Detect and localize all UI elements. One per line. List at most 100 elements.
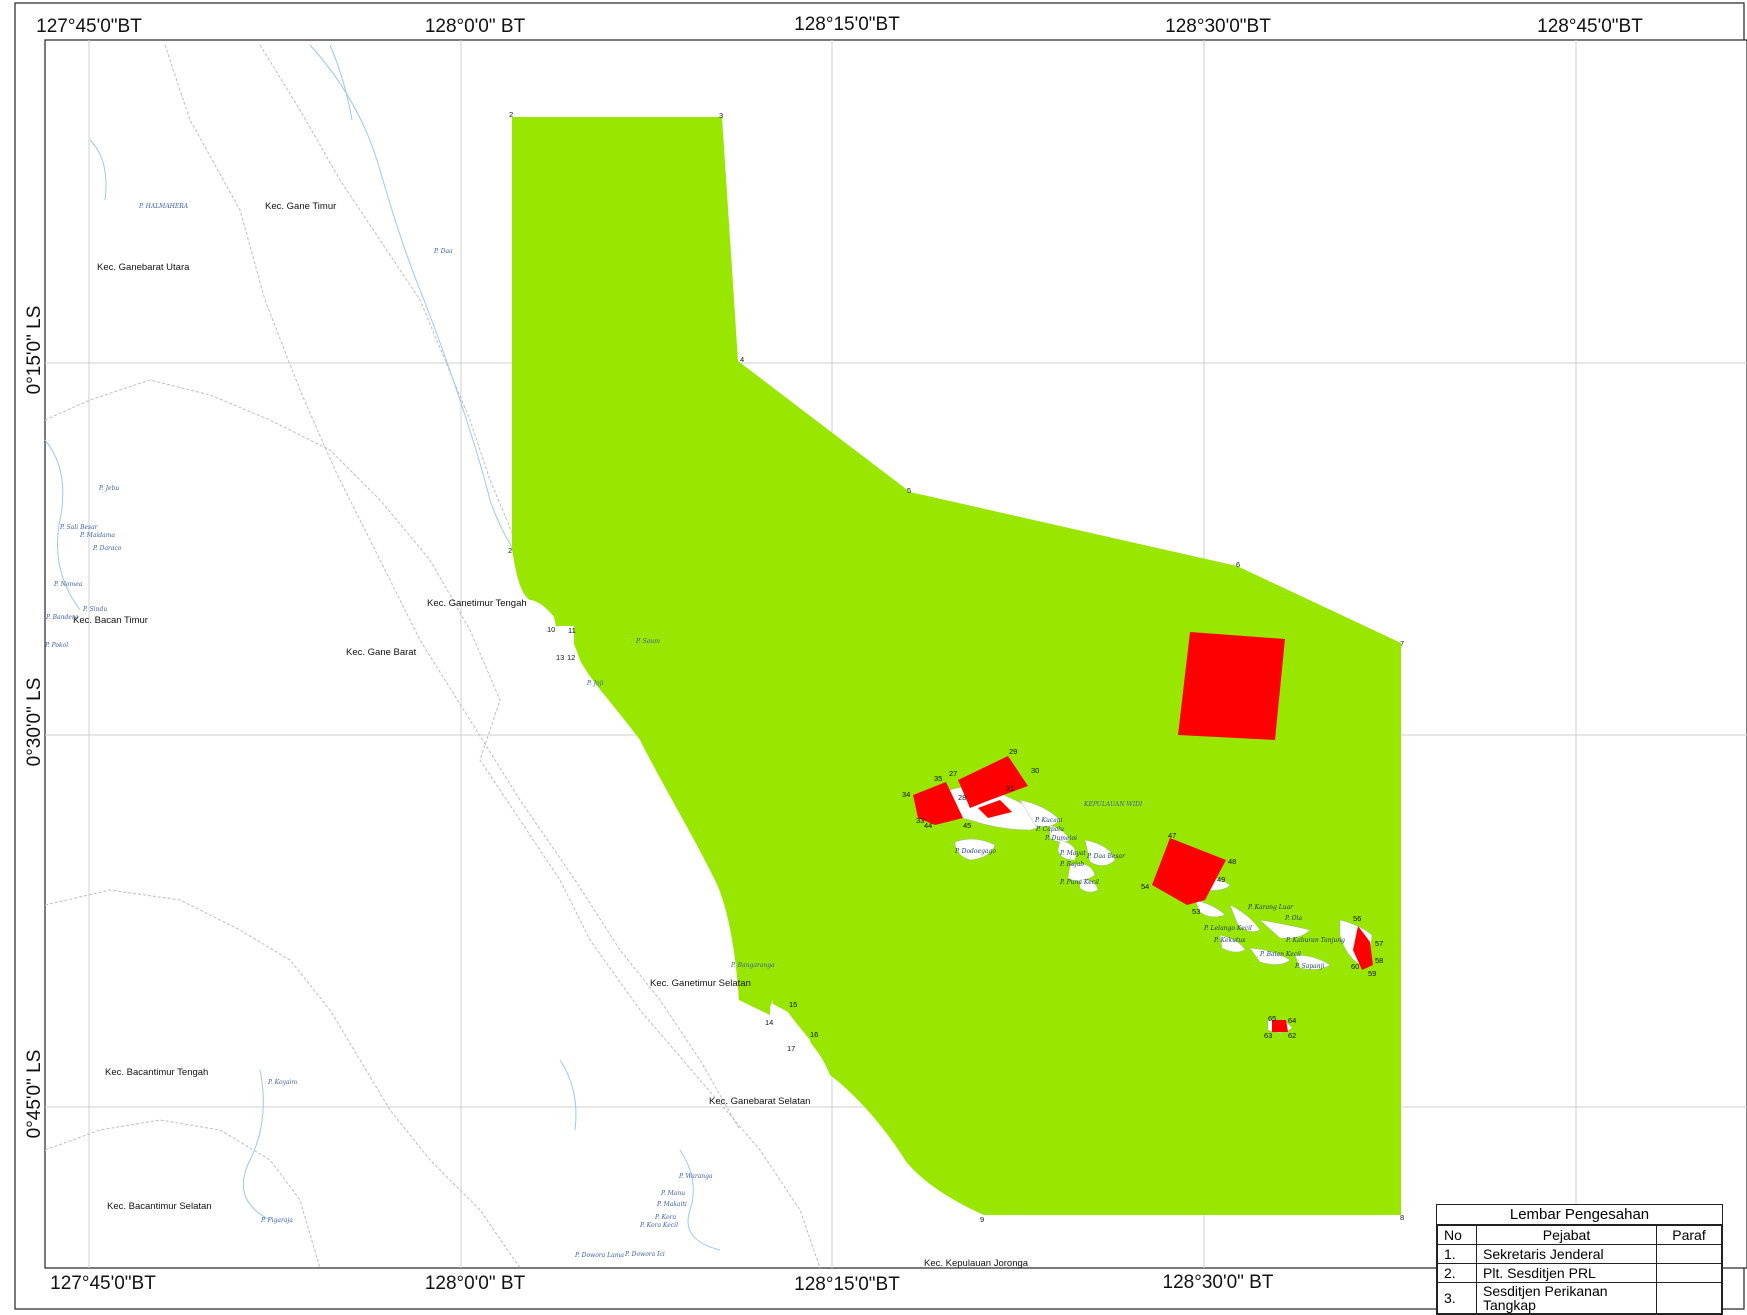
header-paraf: Paraf <box>1656 1225 1722 1245</box>
latitude-ticks: 0°15'0" LS 0°30'0" LS 0°45'0" LS <box>24 306 45 1139</box>
island-label: P. Dowora Lama <box>574 1252 624 1259</box>
island-label: P. Kora <box>654 1214 676 1221</box>
island-label: P. Dowora Ici <box>624 1251 665 1258</box>
district-label: Kec. Ganebarat Selatan <box>709 1096 810 1107</box>
vertex-label: 56 <box>1353 914 1361 923</box>
row-paraf[interactable] <box>1656 1263 1722 1283</box>
vertex-label: 10 <box>547 625 555 634</box>
approval-sheet-title: Lembar Pengesahan <box>1437 1205 1722 1225</box>
island-label: P. Saum <box>635 638 660 645</box>
vertex-label: 58 <box>1375 956 1383 965</box>
island-label: P. Sindu <box>82 606 107 613</box>
longitude-tick: 128°0'0" BT <box>425 16 526 37</box>
island-label: P. Maidama <box>79 532 115 539</box>
core-zone-square <box>1178 632 1285 740</box>
district-label: Kec. Bacantimur Selatan <box>107 1201 212 1212</box>
vertex-label: 7 <box>1400 639 1404 648</box>
island-label: P. Koyaim <box>267 1079 297 1086</box>
core-zones-red[interactable] <box>913 632 1373 1032</box>
vertex-label: 53 <box>1192 907 1200 916</box>
island-label: P. Balan Kecil <box>1259 951 1301 958</box>
vertex-label: 9 <box>980 1215 984 1224</box>
island-label: P. Jebu <box>98 485 119 492</box>
longitude-tick: 127°45'0"BT <box>36 16 142 37</box>
longitude-tick: 128°30'0"BT <box>1165 16 1271 37</box>
vertex-label: 64 <box>1288 1016 1296 1025</box>
header-pejabat: Pejabat <box>1476 1225 1657 1245</box>
longitude-tick: 127°45'0"BT <box>50 1273 156 1294</box>
vertex-label: 44 <box>924 821 932 830</box>
vertex-label: 16 <box>810 1030 818 1039</box>
island-label: P. Rajab <box>1059 861 1084 868</box>
approval-header-row: No Pejabat Paraf <box>1437 1225 1722 1245</box>
conservation-zone-green[interactable] <box>512 117 1401 1215</box>
core-zone-west-b <box>958 756 1028 808</box>
vertex-label: 35 <box>934 774 942 783</box>
vertex-label: 11 <box>568 626 576 635</box>
vertex-label: 62 <box>1288 1031 1296 1040</box>
row-paraf[interactable] <box>1656 1244 1722 1264</box>
approval-sheet: Lembar Pengesahan No Pejabat Paraf 1. Se… <box>1436 1204 1723 1315</box>
island-label: P. Daraco <box>92 545 122 552</box>
vertex-label: 15 <box>789 1000 797 1009</box>
vertex-label: 14 <box>765 1018 773 1027</box>
vertex-label: 30 <box>1031 766 1039 775</box>
vertex-label: 5 <box>907 486 911 495</box>
vertex-label: 33 <box>916 816 924 825</box>
row-no: 3. <box>1437 1282 1477 1314</box>
vertex-label: 57 <box>1375 939 1383 948</box>
island-labels: P. HALMAHERA P. Daa P. Jebu P. Sali Besa… <box>44 203 1345 1259</box>
vertex-label: 13 <box>556 653 564 662</box>
vertex-label: 2 <box>508 546 512 555</box>
island-label: P. Kucani <box>1034 817 1063 824</box>
core-zone-small <box>1272 1020 1288 1032</box>
latitude-tick: 0°30'0" LS <box>24 678 45 767</box>
island-label: P. Karang Luar <box>1247 904 1294 911</box>
longitude-tick: 128°0'0" BT <box>425 1273 526 1294</box>
row-pejabat: Sekretaris Jenderal <box>1476 1244 1657 1264</box>
island-label: P. Sapanji <box>1294 963 1324 970</box>
vertex-label: 6 <box>1236 560 1240 569</box>
vertex-label: 63 <box>1264 1031 1272 1040</box>
island-label: P. Daa Besar <box>1086 853 1126 860</box>
district-label: Kec. Bacan Timur <box>73 615 148 626</box>
island-label: P. Ola <box>1284 915 1302 922</box>
district-label: Kec. Ganebarat Utara <box>97 262 190 273</box>
row-paraf[interactable] <box>1656 1282 1722 1314</box>
island-label: P. Kora Kecil <box>639 1222 678 1229</box>
island-label: P. Bangaranga <box>730 962 775 969</box>
row-pejabat: Plt. Sesditjen PRL <box>1476 1263 1657 1283</box>
island-label: P. HALMAHERA <box>138 203 189 210</box>
island-label: P. Bandera <box>45 614 79 621</box>
row-pejabat: Sesditjen Perikanan Tangkap <box>1476 1282 1657 1314</box>
vertex-label: 17 <box>787 1044 795 1053</box>
district-label: Kec. Ganetimur Selatan <box>650 978 751 989</box>
row-no: 1. <box>1437 1244 1477 1264</box>
island-label: P. Pigaraja <box>260 1217 293 1224</box>
vertex-label: 8 <box>1400 1213 1404 1222</box>
approval-row: 2. Plt. Sesditjen PRL <box>1437 1263 1722 1283</box>
island-label: P. Dumeloi <box>1044 835 1077 842</box>
row-no: 2. <box>1437 1263 1477 1283</box>
island-label: P. Pokol <box>44 642 68 649</box>
district-labels: Kec. Gane Timur Kec. Ganebarat Utara Kec… <box>73 201 1029 1269</box>
vertex-label: 48 <box>1228 857 1236 866</box>
district-label: Kec. Gane Timur <box>265 201 336 212</box>
vertex-label: 34 <box>902 790 910 799</box>
vertex-label: 2 <box>509 110 513 119</box>
district-label: Kec. Kepulauan Joronga <box>924 1258 1029 1269</box>
island-label: P. Sali Besar <box>59 524 99 531</box>
longitude-tick: 128°15'0"BT <box>794 14 900 35</box>
approval-row: 3. Sesditjen Perikanan Tangkap <box>1437 1282 1722 1314</box>
vertex-label: 3 <box>719 111 723 120</box>
island-label: P. Manu <box>660 1190 685 1197</box>
district-label: Kec. Bacantimur Tengah <box>105 1067 208 1078</box>
island-label: P. Nomea <box>53 581 83 588</box>
district-label: Kec. Ganetimur Tengah <box>427 598 527 609</box>
core-zone-middle <box>1152 838 1226 905</box>
vertex-label: 12 <box>567 653 575 662</box>
island-label: P. Makaiti <box>656 1201 687 1208</box>
vertex-label: 49 <box>1217 875 1225 884</box>
